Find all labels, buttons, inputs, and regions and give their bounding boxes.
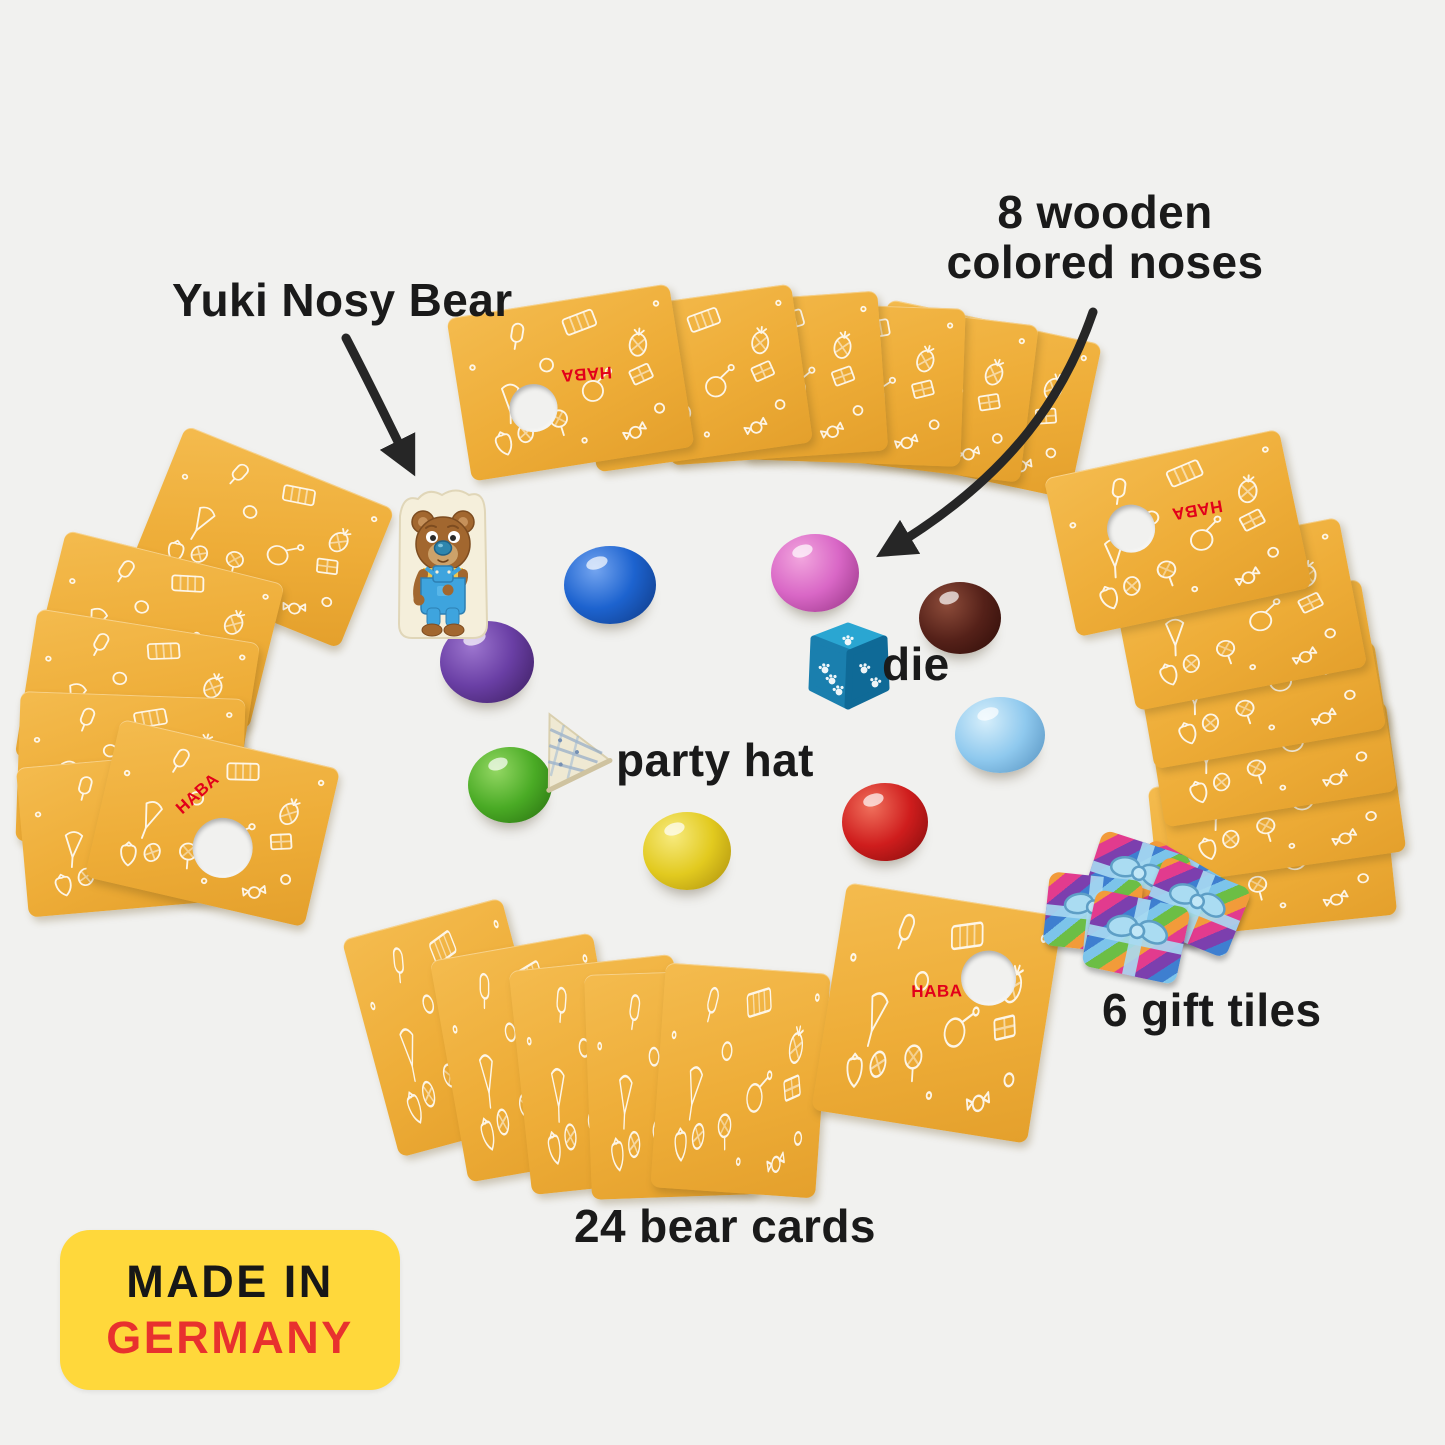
wooden-nose-pink xyxy=(771,534,859,612)
wooden-nose-red xyxy=(842,783,928,861)
bear-card xyxy=(650,962,831,1199)
label-gift-tiles: 6 gift tiles xyxy=(1102,984,1322,1036)
label-party-hat: party hat xyxy=(616,734,814,786)
wooden-nose-light-blue xyxy=(955,697,1045,773)
haba-logo: HABA xyxy=(560,362,613,386)
bear-figure xyxy=(397,489,489,639)
label-die: die xyxy=(882,638,950,690)
die xyxy=(808,622,890,710)
bear-card: HABA xyxy=(811,882,1063,1144)
badge-line-germany: GERMANY xyxy=(106,1312,354,1363)
wooden-nose-blue xyxy=(564,546,656,624)
label-wooden-noses-line2: colored noses xyxy=(946,235,1264,288)
label-wooden-noses: 8 wooden colored noses xyxy=(935,186,1275,288)
wooden-nose-yellow xyxy=(643,812,731,890)
gift-tile xyxy=(1137,855,1253,959)
badge-line-made-in: MADE IN xyxy=(126,1255,334,1307)
label-bear-cards: 24 bear cards xyxy=(574,1200,876,1252)
label-yuki-nosy-bear: Yuki Nosy Bear xyxy=(172,274,513,326)
wooden-nose-brown xyxy=(919,582,1001,654)
haba-logo: HABA xyxy=(911,981,963,1002)
label-wooden-noses-line1: 8 wooden xyxy=(997,186,1213,238)
gift-tile xyxy=(1080,888,1192,986)
arrow-to-bear xyxy=(341,333,416,477)
made-in-germany-badge: MADE IN GERMANY xyxy=(60,1230,400,1390)
wooden-nose-green xyxy=(468,747,552,823)
wooden-nose-purple xyxy=(440,621,534,703)
